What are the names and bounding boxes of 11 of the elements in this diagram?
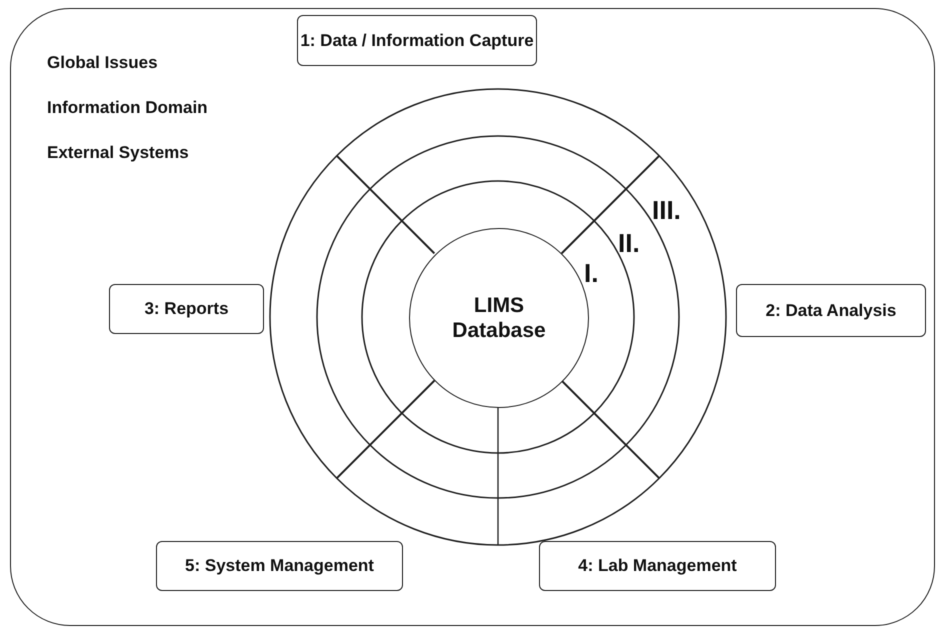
module-box: 2: Data Analysis (736, 284, 926, 337)
module-box: 1: Data / Information Capture (297, 15, 537, 66)
module-box: 5: System Management (156, 541, 403, 591)
frame-panel (10, 8, 935, 626)
module-box: 3: Reports (109, 284, 264, 334)
ring-title: Information Domain (47, 98, 208, 118)
ring-number: III. (652, 195, 681, 226)
ring-title: External Systems (47, 143, 189, 163)
module-box: 4: Lab Management (539, 541, 776, 591)
ring-number: II. (618, 228, 640, 259)
ring-title: Global Issues (47, 53, 158, 73)
